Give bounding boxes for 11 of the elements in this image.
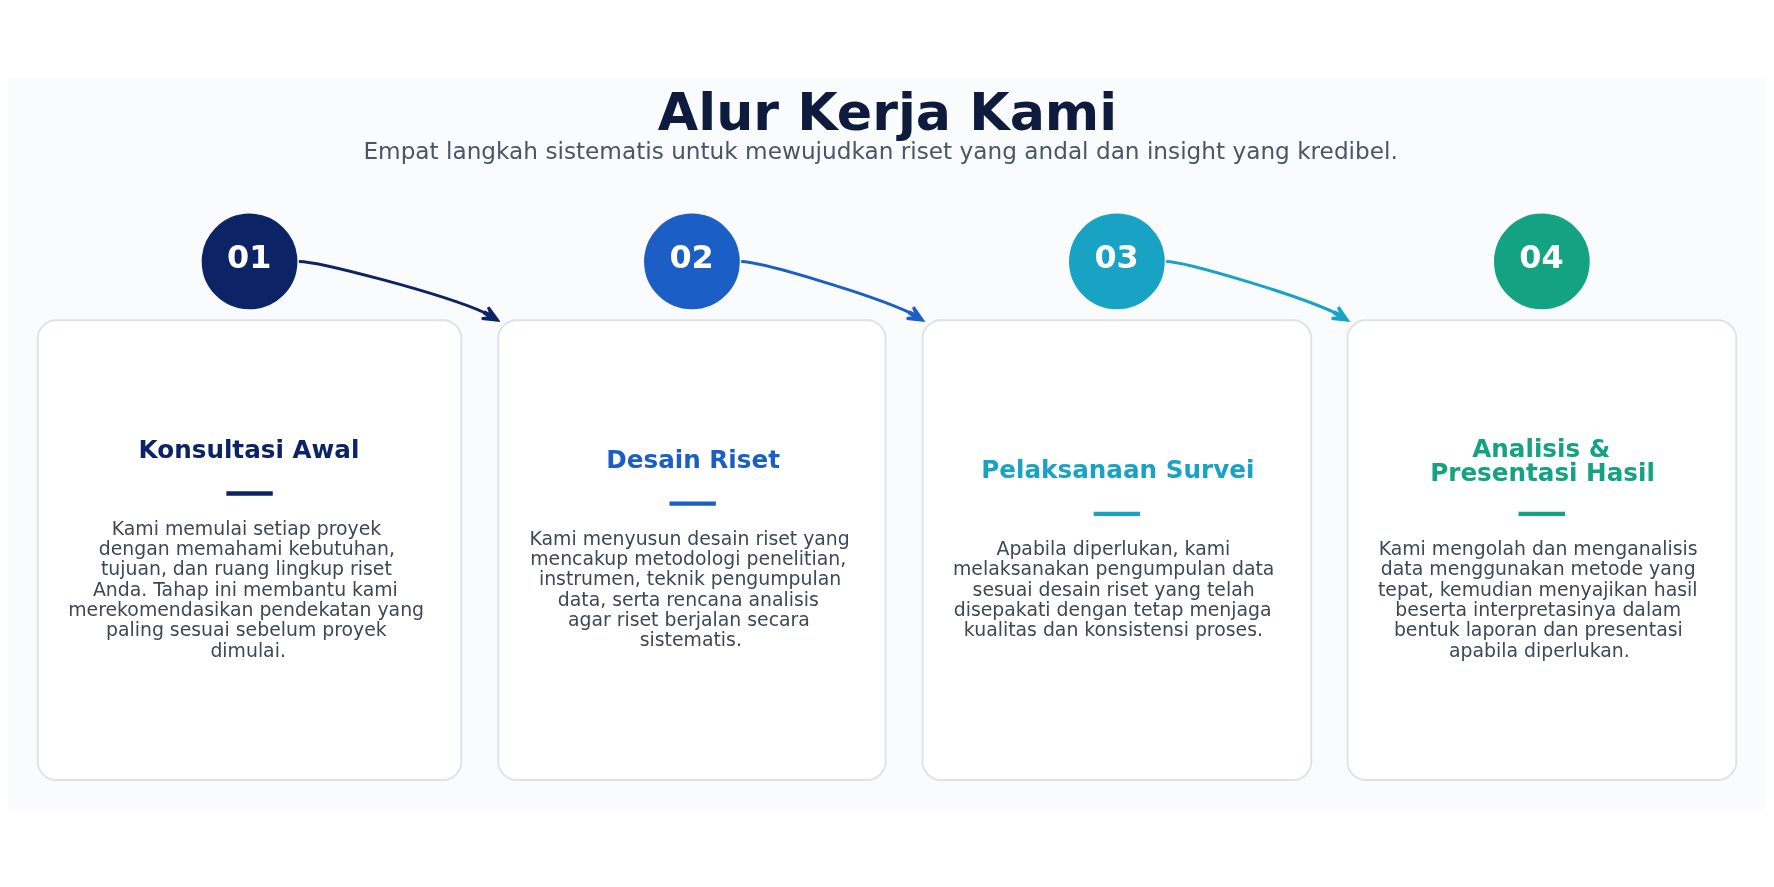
arrow [298,260,499,322]
node-circle: 02 [644,213,740,310]
arrow [1166,260,1349,322]
node-box: Konsultasi Awal Kami memulai setiap proyek dengan memahami kebutuhan, tujuan, dan ruang lingkup riset Anda. Tahap ini membantu kami merekomendasikan pendekatan yang paling sesuai sebelum proyek dimulai. [36,319,463,781]
arrow [741,260,924,322]
node-circle: 04 [1494,213,1590,310]
node-circle: 01 [201,213,298,310]
node-circle: 03 [1069,213,1165,310]
node-box: Pelaksanaan Survei Apabila diperlukan, kami melaksanakan pengumpulan data sesuai desain riset yang telah disepakati dengan tetap menjaga kualitas dan konsistensi proses. [921,319,1313,781]
node-box: Desain Riset Kami menyusun desain riset yang mencakup metodologi penelitian, instrumen, teknik pengumpulan data, serta rencana analisis agar riset berjalan secara sistematis. [497,319,887,781]
node-box: Analisis & Presentasi Hasil Kami mengolah dan menganalisis data menggunakan metode yang tepat, kemudian menyajikan hasil beserta interpretasinya dalam bentuk laporan dan presentasi apabila diperlukan. [1346,319,1738,781]
